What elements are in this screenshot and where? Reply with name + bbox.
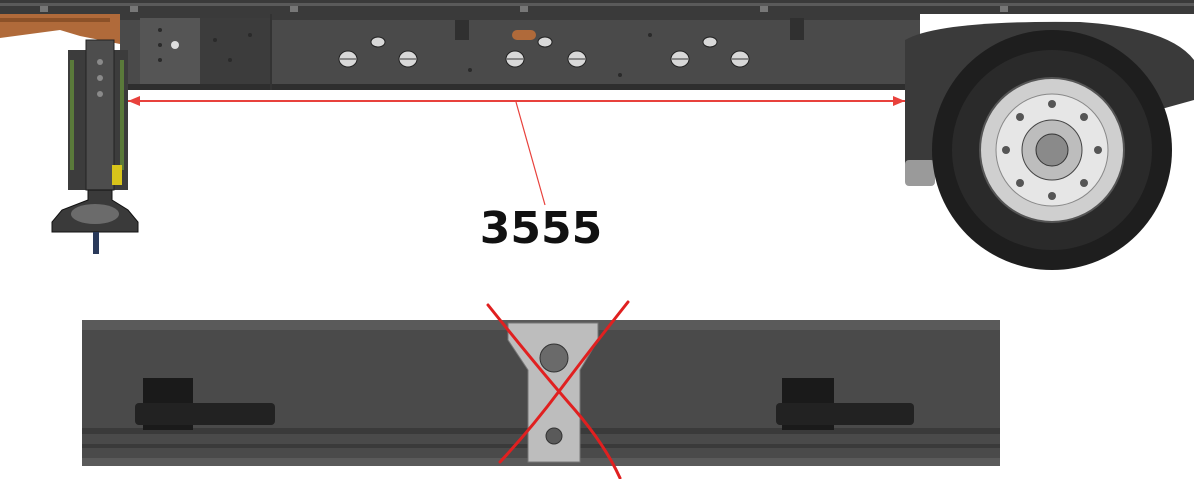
cross-mark-icon — [486, 300, 630, 479]
deck-rail — [0, 0, 1194, 14]
dimension-line — [128, 96, 905, 206]
dimension-value: 3555 — [480, 203, 602, 254]
beam-detail-view — [82, 300, 1000, 479]
right-latch — [776, 378, 914, 430]
trailer-side-view: 3555 — [0, 0, 1194, 270]
copper-fitting — [512, 30, 536, 40]
left-latch — [135, 378, 275, 430]
deck-rivets — [40, 6, 1008, 12]
wheel-icon — [932, 30, 1172, 270]
landing-leg-icon — [51, 39, 139, 254]
